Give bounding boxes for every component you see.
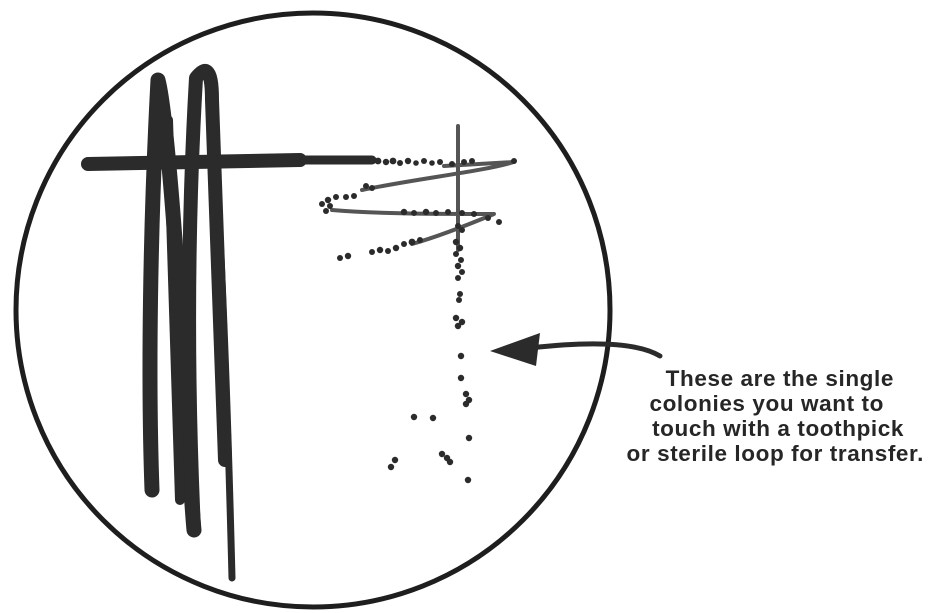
caption-line-4: or sterile loop for transfer. [554, 441, 924, 466]
caption-line-1: These are the single [554, 366, 924, 391]
primary-streak-inner [168, 120, 180, 500]
caption-line-3: touch with a toothpick [554, 416, 924, 441]
descending-colony-trail [453, 239, 465, 329]
annotation-arrow-shaft [530, 344, 660, 356]
horizontal-streak-colonies [375, 158, 443, 166]
single-colony [465, 477, 471, 483]
annotation-arrowhead [490, 333, 540, 366]
single-colonies [388, 353, 472, 483]
zigzag-streak-1 [362, 162, 514, 190]
single-colony [411, 414, 417, 420]
secondary-streak [88, 160, 372, 164]
single-colony [466, 435, 472, 441]
single-colony [388, 464, 394, 470]
single-colony [458, 375, 464, 381]
single-colony [439, 451, 445, 457]
horizontal-streak-line [88, 160, 300, 164]
single-colony [463, 401, 469, 407]
single-colony [458, 353, 464, 359]
annotation-arrow [490, 333, 660, 366]
single-colony [463, 391, 469, 397]
petri-dish-outline [16, 13, 610, 607]
tertiary-streak-zone [332, 126, 514, 250]
annotation-caption: These are the single colonies you want t… [554, 366, 924, 466]
single-colony [430, 415, 436, 421]
single-colony [392, 457, 398, 463]
primary-streak-zone [150, 71, 232, 578]
caption-line-2: colonies you want to [554, 391, 924, 416]
single-colony [447, 459, 453, 465]
